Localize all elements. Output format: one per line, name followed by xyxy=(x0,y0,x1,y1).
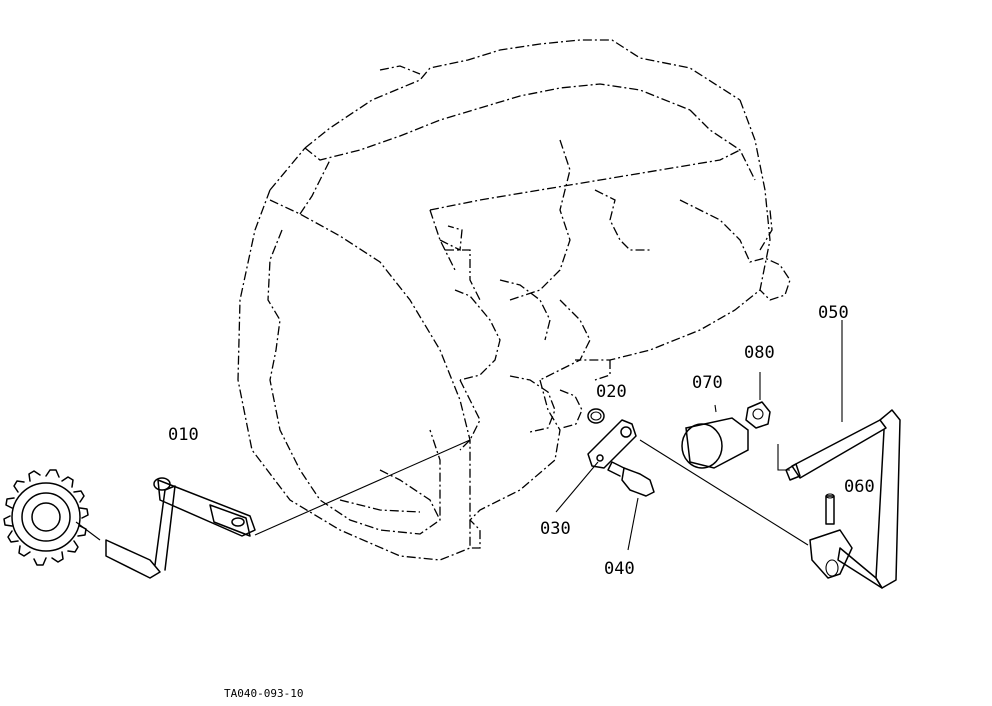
o-ring-part-020 xyxy=(587,408,605,424)
reference-code: TA040-093-10 xyxy=(224,687,303,700)
label-060: 060 xyxy=(844,477,875,497)
label-030: 030 xyxy=(540,519,571,539)
knob-part-070 xyxy=(681,404,749,469)
plate-part-030 xyxy=(555,419,637,513)
label-050: 050 xyxy=(818,303,849,323)
label-040: 040 xyxy=(604,559,635,579)
label-010: 010 xyxy=(168,425,199,445)
nut-part-080 xyxy=(745,372,771,429)
label-070: 070 xyxy=(692,373,723,393)
shift-arm-part-010 xyxy=(105,439,471,579)
bolt-part-040 xyxy=(607,461,655,551)
shift-rod-part-050 xyxy=(639,320,901,589)
label-080: 080 xyxy=(744,343,775,363)
label-020: 020 xyxy=(596,382,627,402)
transmission-housing xyxy=(237,39,791,561)
pin-part-060 xyxy=(825,493,835,525)
gear-part-010 xyxy=(3,469,101,566)
